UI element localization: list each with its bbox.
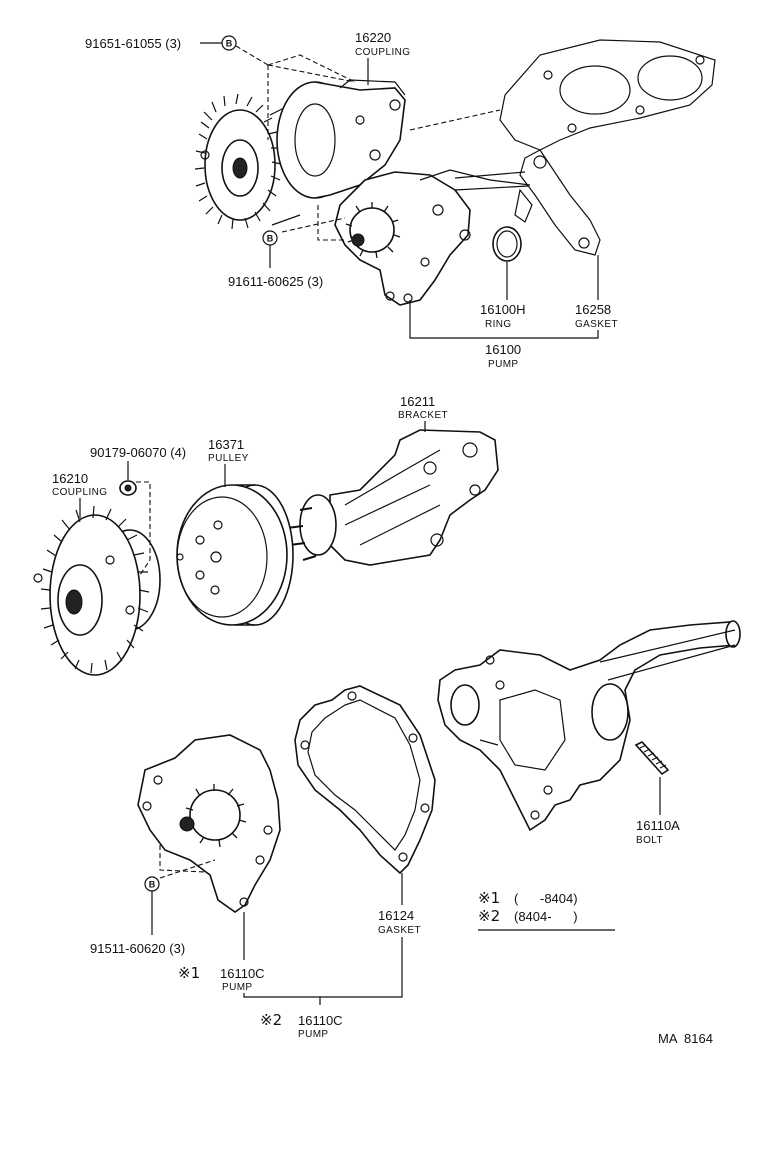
pulley-16371-drawing xyxy=(176,484,294,626)
label-16371: 16371 PULLEY xyxy=(208,437,249,487)
mark-1: ※1 xyxy=(178,964,200,982)
label-16210: 16210 COUPLING xyxy=(52,471,107,518)
o-ring-inner-edge xyxy=(496,230,518,258)
part-number-16100h: 16100H xyxy=(480,302,526,317)
water-pump-16100-drawing xyxy=(334,169,531,306)
part-number-90179: 90179-06070 (4) xyxy=(90,445,186,460)
badge-letter: B xyxy=(226,39,233,49)
part-name-coupling: COUPLING xyxy=(355,47,410,58)
badge-letter: B xyxy=(149,880,156,890)
legend: ※1 ( -8404) ※2 (8404- ) xyxy=(478,889,615,931)
guide-dashed-line-4 xyxy=(409,109,501,131)
cylinder-head-outline xyxy=(499,39,716,151)
guide-dashed-line-7 xyxy=(159,845,206,873)
part-number-91651: 91651-61055 (3) xyxy=(85,36,181,51)
part-number-16220: 16220 xyxy=(355,30,391,45)
mark-2: ※2 xyxy=(260,1011,282,1029)
label-16220: 16220 COUPLING xyxy=(355,30,410,85)
part-name-pump-1: PUMP xyxy=(222,982,253,993)
part-name-gasket: GASKET xyxy=(378,925,421,936)
part-name-pulley: PULLEY xyxy=(208,453,249,464)
part-number-91511: 91511-60620 (3) xyxy=(90,941,185,956)
part-number-16124: 16124 xyxy=(378,908,414,923)
part-name-bracket: BRACKET xyxy=(398,410,448,421)
part-number-16210: 16210 xyxy=(52,471,88,486)
legend-range-1: ( -8404) xyxy=(514,891,578,906)
guide-dashed-line-2 xyxy=(267,54,356,83)
guide-dashed-line-6 xyxy=(281,217,346,233)
middle-assembly: 16211 BRACKET 90179-06070 (4) 16371 PULL… xyxy=(33,394,499,676)
legend-mark-2: ※2 xyxy=(478,907,500,925)
b-badge-icon xyxy=(221,35,237,51)
label-16124: 16124 GASKET xyxy=(378,873,421,936)
legend-range-2: (8404- ) xyxy=(514,909,578,924)
badge-letter: B xyxy=(267,234,274,244)
label-91611: B 91611-60625 (3) xyxy=(228,230,323,289)
part-name-bolt: BOLT xyxy=(636,835,663,846)
coupling-housing-drawing xyxy=(276,79,406,199)
part-number-16211: 16211 xyxy=(400,394,435,409)
label-16110c-2: ※2 16110C PUMP xyxy=(243,937,403,1040)
label-16258: 16258 GASKET xyxy=(575,255,618,330)
top-assembly: 91651-61055 (3) B 16220 COUPLING B 91611… xyxy=(85,30,716,370)
diagram-code: MA 8164 xyxy=(658,1031,713,1046)
bracket-16211-drawing xyxy=(286,429,499,566)
bottom-assembly: 16110A BOLT xyxy=(90,620,741,1046)
gasket-16258-drawing xyxy=(514,149,601,256)
part-number-16100: 16100 xyxy=(485,342,521,357)
part-number-16371: 16371 xyxy=(208,437,244,452)
gasket-16124-drawing xyxy=(294,685,436,875)
part-number-16110c-1: 16110C xyxy=(220,966,265,981)
guide-dashed-line-5 xyxy=(317,205,345,241)
part-name-pump: PUMP xyxy=(488,359,519,370)
stud-bolt-16110a-drawing: 16110A BOLT xyxy=(634,741,680,846)
part-name-pump-2: PUMP xyxy=(298,1029,329,1040)
label-16100: 16100 PUMP xyxy=(409,300,599,370)
legend-mark-1: ※1 xyxy=(478,889,500,907)
guide-dashed-line-8 xyxy=(159,859,216,879)
part-name-gasket: GASKET xyxy=(575,319,618,330)
label-91651: 91651-61055 (3) B xyxy=(85,35,269,66)
part-name-ring: RING xyxy=(485,319,512,330)
part-number-16110a: 16110A xyxy=(636,818,680,833)
label-16110c-1: ※1 16110C PUMP xyxy=(178,912,265,993)
nut-90179-drawing xyxy=(119,480,151,576)
label-16100h: 16100H RING xyxy=(480,262,526,330)
part-number-16110c-2: 16110C xyxy=(298,1013,343,1028)
part-number-91611: 91611-60625 (3) xyxy=(228,274,323,289)
fan-coupling-16210-drawing xyxy=(33,505,161,676)
part-name-coupling: COUPLING xyxy=(52,487,107,498)
part-number-16258: 16258 xyxy=(575,302,611,317)
guide-dashed-line-3 xyxy=(267,64,356,83)
label-91511: B 91511-60620 (3) xyxy=(90,876,185,956)
water-outlet-housing-drawing xyxy=(437,620,741,832)
label-90179: 90179-06070 (4) xyxy=(90,445,186,480)
label-16211: 16211 BRACKET xyxy=(398,394,448,432)
water-pump-16110c-drawing xyxy=(137,734,281,913)
